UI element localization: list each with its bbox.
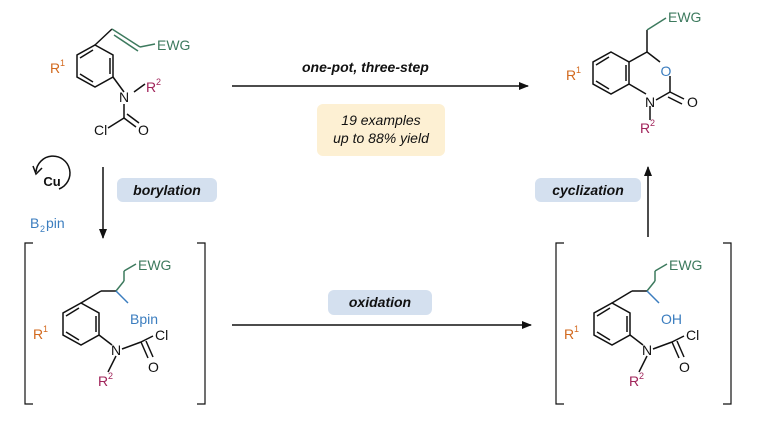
svg-text:B: B [30, 215, 39, 231]
product-o-ring-label: O [661, 63, 672, 79]
svg-text:R: R [566, 67, 576, 83]
svg-text:1: 1 [60, 58, 65, 68]
borylated-intermediate-bracket [24, 242, 206, 405]
n-label: N [119, 89, 129, 105]
svg-text:2: 2 [650, 118, 655, 128]
boryl-o-label: O [148, 359, 159, 375]
svg-text:1: 1 [574, 324, 579, 334]
bpin-label: Bpin [130, 311, 158, 327]
svg-text:1: 1 [43, 324, 48, 334]
svg-text:R: R [50, 60, 60, 76]
product-r2-label: R 2 [640, 118, 655, 136]
boryl-r2-label: R 2 [98, 371, 113, 389]
alcohol-intermediate-bracket [555, 242, 732, 405]
r2-label: R 2 [146, 77, 161, 95]
cl-label: Cl [94, 122, 107, 138]
svg-text:R: R [146, 79, 156, 95]
svg-text:2: 2 [108, 371, 113, 381]
alcohol-intermediate [593, 263, 685, 373]
o-label: O [138, 122, 149, 138]
alcohol-ewg-label: EWG [669, 257, 702, 273]
examples-count: 19 examples [341, 112, 421, 128]
alcohol-r2-label: R 2 [629, 371, 644, 389]
svg-text:2: 2 [639, 371, 644, 381]
b2pin2-label: B 2 pin [30, 215, 65, 234]
svg-text:2: 2 [40, 224, 45, 234]
alcohol-n-label: N [642, 342, 652, 358]
cyclization-pill: cyclization [535, 178, 641, 202]
product-r1-label: R 1 [566, 65, 581, 83]
boryl-cl-label: Cl [155, 327, 168, 343]
boryl-r1-label: R 1 [33, 324, 48, 342]
alcohol-cl-label: Cl [686, 327, 699, 343]
ewg-label: EWG [157, 37, 190, 53]
borylated-intermediate [62, 263, 154, 373]
oxidation-pill: oxidation [328, 290, 432, 315]
starting-material [76, 28, 156, 129]
product-n-label: N [645, 94, 655, 110]
boryl-n-label: N [111, 342, 121, 358]
svg-text:R: R [564, 326, 574, 342]
product-o-carbonyl-label: O [687, 94, 698, 110]
oh-label: OH [661, 311, 682, 327]
svg-text:R: R [640, 120, 650, 136]
alcohol-r1-label: R 1 [564, 324, 579, 342]
cu-catalyst-cycle [32, 155, 71, 190]
svg-text:R: R [98, 373, 108, 389]
product-ewg-label: EWG [668, 9, 701, 25]
boryl-ewg-label: EWG [138, 257, 171, 273]
r1-label: R 1 [50, 58, 65, 76]
svg-text:2: 2 [156, 77, 161, 87]
svg-text:R: R [33, 326, 43, 342]
svg-text:pin: pin [46, 215, 65, 231]
borylation-pill: borylation [117, 178, 217, 202]
top-conditions-label: one-pot, three-step [302, 59, 429, 75]
alcohol-o-label: O [679, 359, 690, 375]
svg-text:R: R [629, 373, 639, 389]
max-yield: up to 88% yield [333, 130, 429, 146]
svg-text:1: 1 [576, 65, 581, 75]
cu-label: Cu [43, 174, 60, 189]
product [592, 17, 685, 120]
yield-summary-box: 19 examples up to 88% yield [317, 104, 445, 156]
